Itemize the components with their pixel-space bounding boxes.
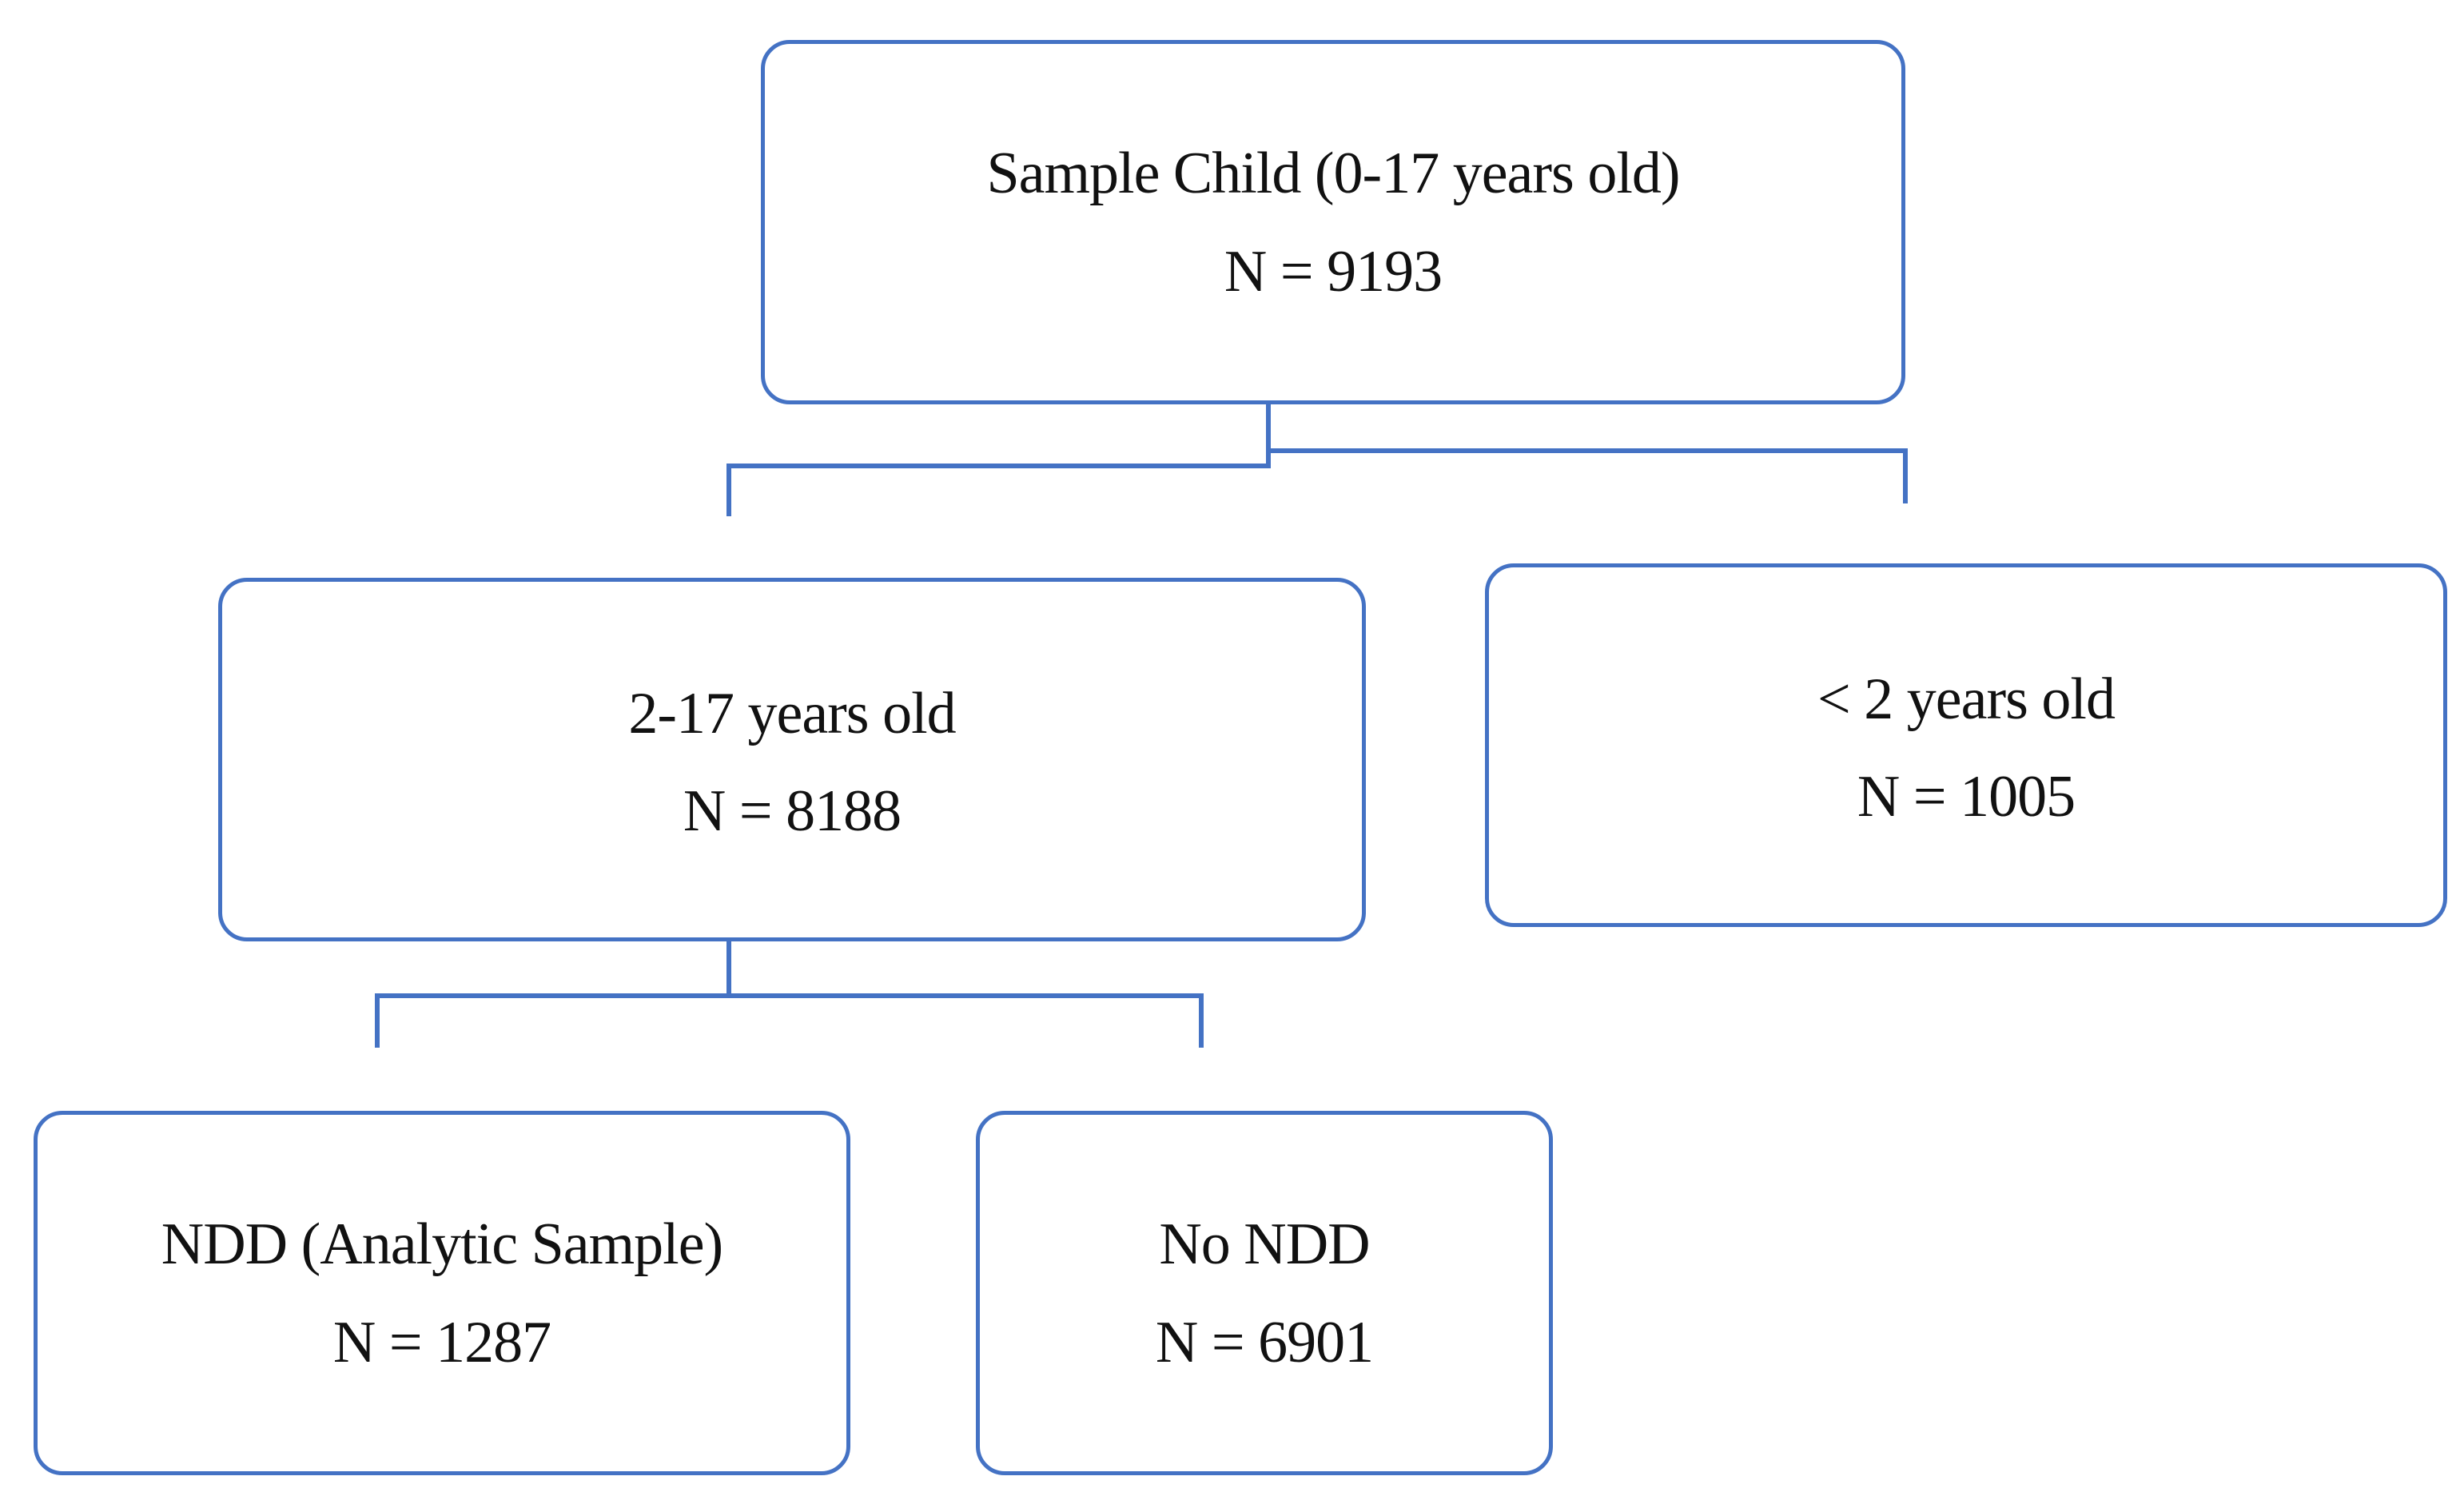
node-sample-child: Sample Child (0-17 years old) N = 9193	[761, 40, 1905, 404]
node-no-ndd-title: No NDD	[1159, 1212, 1370, 1277]
node-2-17-years-old-title: 2-17 years old	[628, 681, 956, 746]
node-under-2-years-old-title: < 2 years old	[1817, 666, 2116, 732]
node-ndd-analytic-sample-title: NDD (Analytic Sample)	[161, 1212, 723, 1277]
node-2-17-years-old: 2-17 years old N = 8188	[218, 578, 1366, 941]
node-ndd-analytic-sample: NDD (Analytic Sample) N = 1287	[34, 1111, 850, 1475]
node-no-ndd: No NDD N = 6901	[976, 1111, 1553, 1475]
node-sample-child-count: N = 9193	[1224, 239, 1443, 304]
node-under-2-years-old: < 2 years old N = 1005	[1485, 563, 2447, 927]
node-no-ndd-count: N = 6901	[1155, 1310, 1374, 1375]
node-ndd-analytic-sample-count: N = 1287	[332, 1310, 551, 1375]
node-under-2-years-old-count: N = 1005	[1857, 764, 2076, 830]
node-sample-child-title: Sample Child (0-17 years old)	[986, 141, 1680, 206]
node-2-17-years-old-count: N = 8188	[683, 778, 902, 844]
